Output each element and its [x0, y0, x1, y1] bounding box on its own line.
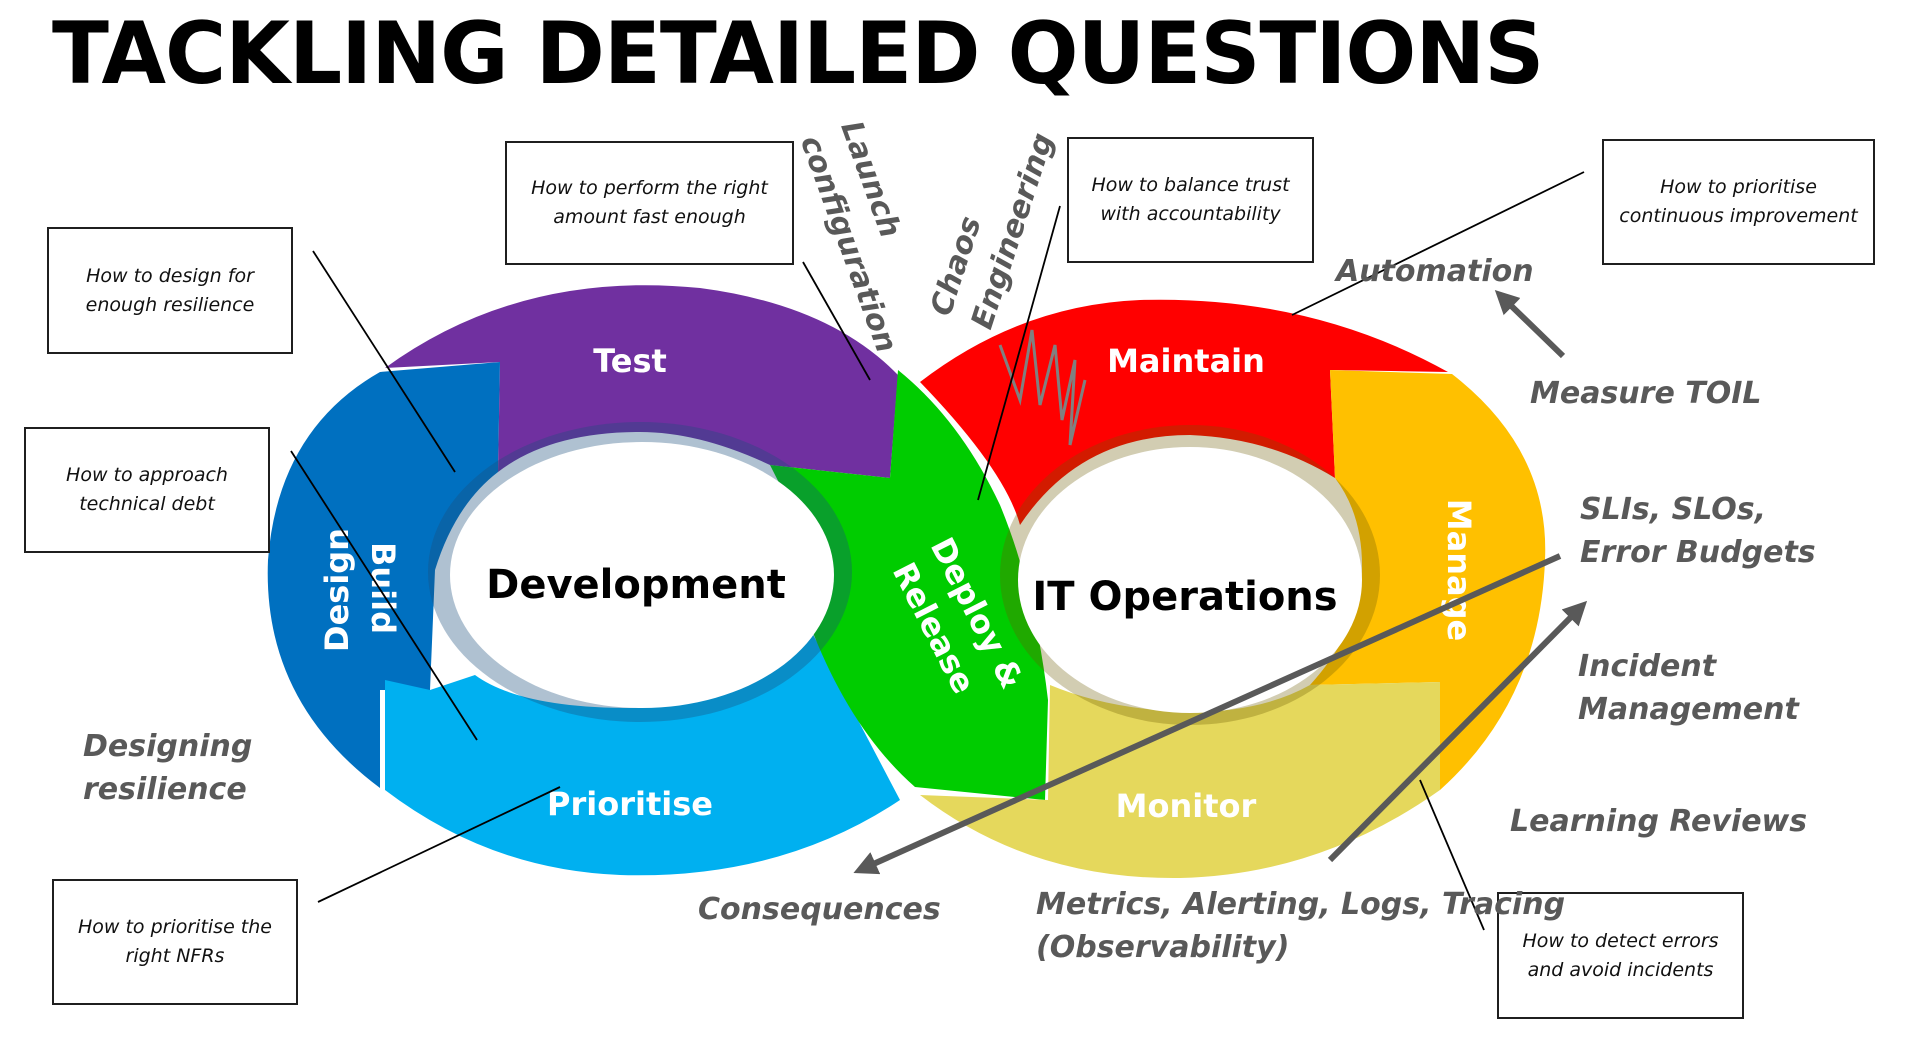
operations-hole [1018, 447, 1362, 713]
segment-manage [1310, 370, 1546, 790]
note-consequences: Consequences [698, 892, 941, 927]
segment-monitor [920, 682, 1440, 879]
question-box-perform: How to perform the right amount fast eno… [505, 141, 794, 265]
note-measure-toil: Measure TOIL [1530, 376, 1762, 411]
note-automation: Automation [1336, 254, 1534, 289]
arrow-measure-toil [1494, 289, 1566, 359]
arrow-consequences [853, 553, 1562, 875]
question-box-tech-debt: How to approach technical debt [24, 427, 270, 553]
label-prioritise: Prioritise [547, 785, 713, 823]
note-incident-line1: Incident [1578, 649, 1717, 684]
connector-resilience [312, 250, 456, 473]
note-designing-line1: Designing [83, 729, 253, 764]
label-test: Test [593, 342, 667, 380]
connector-detect [1419, 779, 1485, 931]
note-designing-line2: resilience [83, 772, 247, 807]
segment-prioritise [385, 625, 900, 876]
note-designing: Designing resilience [83, 725, 252, 811]
note-incident: Incident Management [1578, 645, 1799, 731]
chaos-scribble [998, 329, 1087, 446]
note-sli: SLIs, SLOs, Error Budgets [1580, 488, 1816, 574]
connector-perform [802, 261, 871, 381]
page-title: TACKLING DETAILED QUESTIONS [52, 4, 1544, 104]
label-maintain: Maintain [1107, 342, 1265, 380]
note-metrics-line1: Metrics, Alerting, Logs, Tracing [1036, 887, 1566, 922]
segment-design-build [267, 362, 500, 788]
label-design: Design [318, 528, 356, 652]
development-hole [450, 442, 834, 708]
connector-nfrs [317, 786, 561, 903]
note-learning: Learning Reviews [1510, 804, 1808, 839]
label-it-operations: IT Operations [1032, 574, 1337, 620]
label-build: Build [364, 542, 402, 634]
connector-continuous [1291, 171, 1585, 316]
segment-deploy-release [770, 370, 1048, 800]
arrow-metrics [1327, 600, 1588, 863]
question-box-trust: How to balance trust with accountability [1067, 137, 1314, 263]
note-sli-line2: Error Budgets [1580, 535, 1816, 570]
note-sli-line1: SLIs, SLOs, [1580, 492, 1766, 527]
question-box-continuous: How to prioritise continuous improvement [1602, 139, 1875, 265]
note-incident-line2: Management [1578, 692, 1799, 727]
label-development: Development [486, 562, 786, 608]
label-manage: Manage [1440, 499, 1478, 641]
question-box-nfrs: How to prioritise the right NFRs [52, 879, 298, 1005]
note-metrics-line2: (Observability) [1036, 930, 1290, 965]
connector-trust [977, 205, 1061, 501]
segment-test [385, 285, 898, 478]
note-metrics: Metrics, Alerting, Logs, Tracing (Observ… [1036, 883, 1565, 969]
label-monitor: Monitor [1116, 787, 1257, 825]
connector-tech-debt [290, 450, 478, 741]
question-box-resilience: How to design for enough resilience [47, 227, 293, 354]
question-box-detect: How to detect errors and avoid incidents [1497, 892, 1744, 1019]
